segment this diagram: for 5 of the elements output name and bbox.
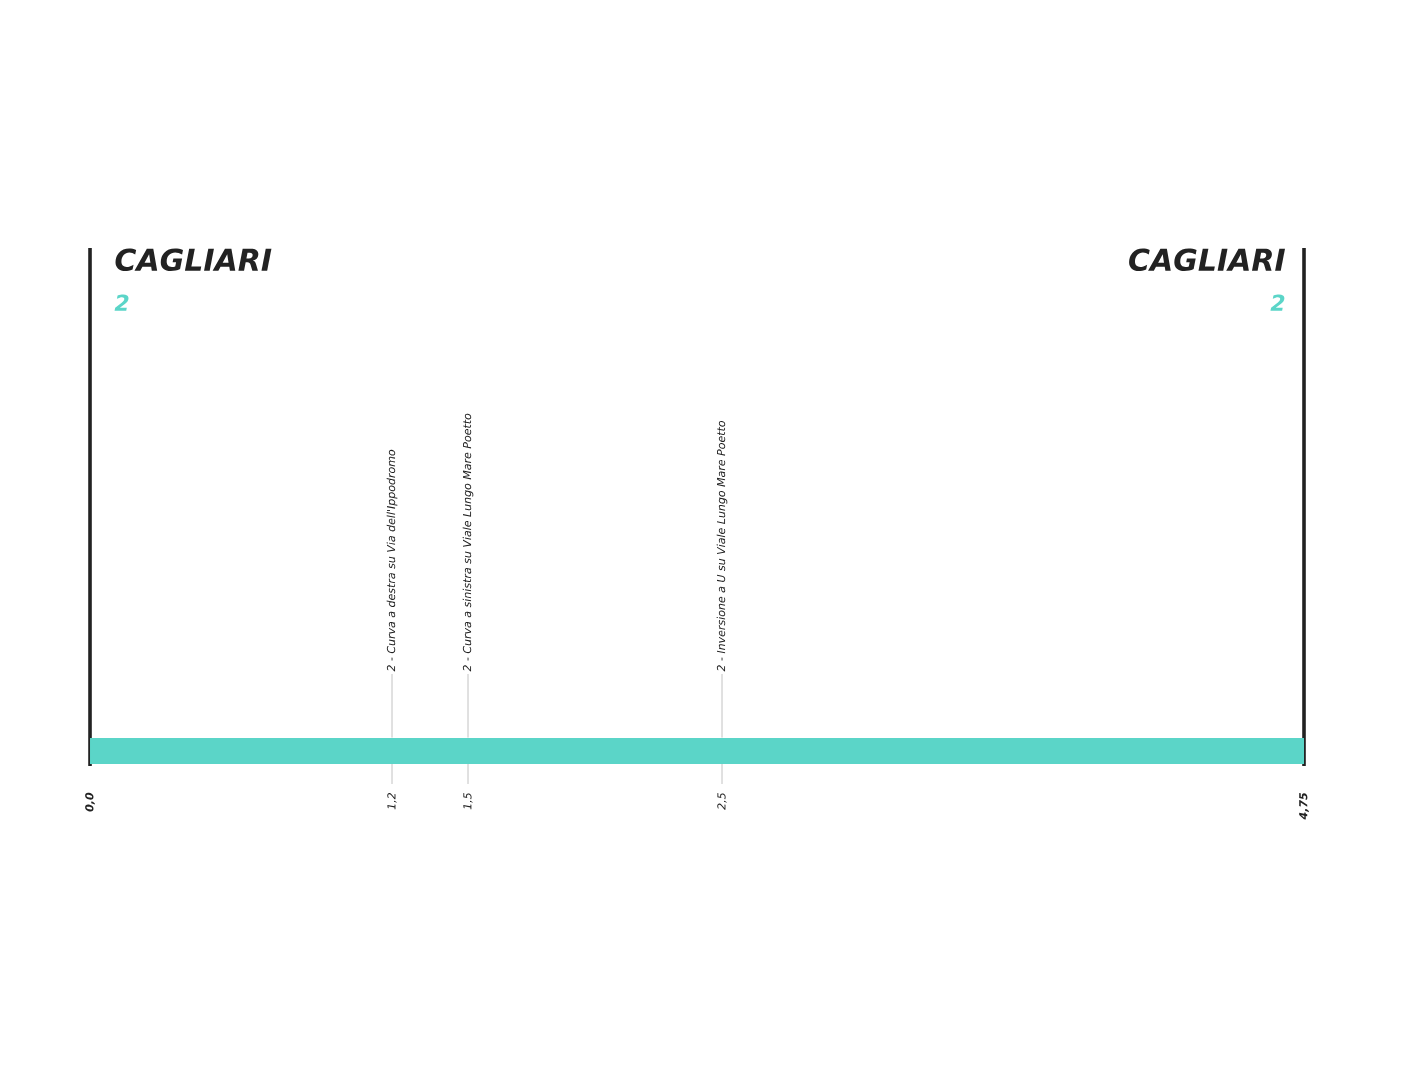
place-name: CAGLIARI [1129,248,1285,272]
stage-number: 2 [114,294,129,311]
stage-number: 2 [1270,294,1285,311]
place-name: CAGLIARI [115,248,272,272]
route-bar [90,738,1304,764]
